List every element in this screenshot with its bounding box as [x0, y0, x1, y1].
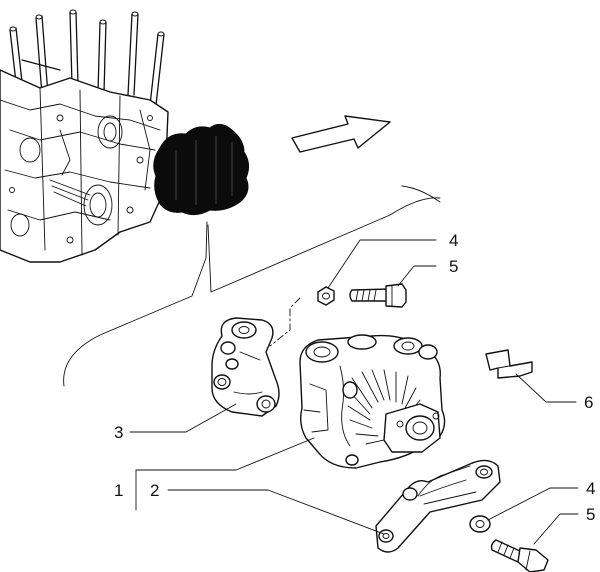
callout-6: 6: [584, 393, 593, 412]
retaining-clip: [485, 349, 533, 379]
callout-4-top: 4: [449, 231, 458, 250]
callout-2: 2: [150, 481, 159, 500]
engine-block: [0, 9, 250, 263]
pump-body: [299, 334, 446, 469]
callout-5-top: 5: [449, 257, 458, 276]
bottom-bracket: [375, 459, 501, 553]
top-nut: [317, 286, 335, 306]
direction-arrow-icon: [291, 115, 391, 153]
callout-3: 3: [114, 423, 123, 442]
top-bolt: [349, 283, 407, 308]
callout-4-bottom: 4: [586, 479, 595, 498]
detail-balloon-outline: [63, 185, 441, 387]
callout-numbers: 4 5 3 6 1 2 4 5: [114, 231, 595, 524]
callout-5-bottom: 5: [586, 505, 595, 524]
top-bracket: [211, 317, 280, 417]
callout-1: 1: [114, 481, 123, 500]
bottom-washer: [469, 515, 491, 533]
bottom-bolt: [490, 539, 549, 572]
leader-lines: [129, 239, 579, 545]
